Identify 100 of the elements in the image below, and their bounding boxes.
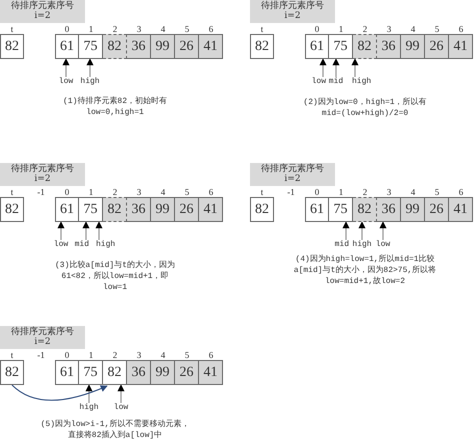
- pointer-arrow: [86, 58, 94, 78]
- array-cell: 36: [377, 197, 401, 222]
- index-label: 6: [208, 187, 214, 197]
- index-label: -1: [36, 187, 46, 197]
- pointer-label: high: [352, 239, 372, 250]
- index-label: 1: [88, 187, 94, 197]
- title-box: 待排序元素序号 i=2: [250, 163, 335, 186]
- pointer-label: mid: [334, 239, 349, 250]
- pointer-arrow: [118, 384, 124, 404]
- index-label: 0: [314, 24, 320, 34]
- array-cell: 61: [55, 34, 79, 59]
- array-cell: 99: [151, 197, 175, 222]
- index-label: 0: [64, 350, 70, 360]
- index-label: 2: [112, 24, 118, 34]
- index-label: 3: [386, 187, 392, 197]
- pointer-label: low: [312, 76, 326, 87]
- array-cell: 61: [55, 197, 79, 222]
- pointer-arrow: [96, 221, 102, 240]
- index-label: 4: [410, 187, 416, 197]
- step-caption: (4)因为high=low=1,所以mid=1比较a[mid]与t的大小，因为82>75,所以将low=mid+1,故low=2: [292, 254, 438, 287]
- index-label: 5: [434, 24, 440, 34]
- index-label: t: [260, 24, 264, 34]
- index-label: 2: [112, 187, 118, 197]
- array-cell: 26: [175, 360, 199, 385]
- index-label: 0: [64, 24, 70, 34]
- array-cell: 82: [353, 197, 377, 222]
- pointer-label: low: [58, 76, 74, 87]
- array-cell: 41: [199, 34, 223, 59]
- index-label: 1: [338, 24, 344, 34]
- array-cell: 82: [353, 34, 377, 59]
- pointer-label: mid: [328, 76, 344, 87]
- value-box: 82: [250, 34, 274, 59]
- array-cell: 36: [127, 197, 151, 222]
- index-label: t: [10, 24, 14, 34]
- index-label: 5: [184, 187, 190, 197]
- array-cell: 61: [305, 34, 329, 59]
- index-label: 6: [208, 350, 214, 360]
- array-cell: 41: [449, 197, 473, 222]
- index-label: t: [10, 350, 14, 360]
- index-label: 4: [410, 24, 416, 34]
- index-label: 4: [160, 24, 166, 34]
- step-caption: (2)因为low=0，high=1，所以有mid=(low+high)/2=0: [302, 97, 428, 119]
- index-label: 0: [64, 187, 70, 197]
- pointer-label: high: [96, 239, 116, 250]
- index-label: 3: [136, 187, 142, 197]
- index-label: 5: [434, 187, 440, 197]
- index-label: -1: [286, 187, 296, 197]
- array-cell: 26: [175, 197, 199, 222]
- pointer-arrow: [332, 58, 340, 78]
- array-cell: 36: [127, 34, 151, 59]
- array-cell: 41: [199, 360, 223, 385]
- array-cell: 61: [55, 360, 79, 385]
- array-cell: 99: [151, 34, 175, 59]
- index-label: t: [10, 187, 14, 197]
- pointer-label: low: [54, 239, 68, 250]
- array-cell: 36: [377, 34, 401, 59]
- index-label: 4: [160, 187, 166, 197]
- array-cell: 82: [103, 34, 127, 59]
- title-box: 待排序元素序号 i=2: [0, 326, 85, 349]
- pointer-arrow: [358, 221, 366, 240]
- value-box: 82: [0, 360, 24, 385]
- value-box: 82: [0, 197, 24, 222]
- pointer-label: high: [352, 76, 372, 87]
- pointer-arrow: [380, 221, 386, 240]
- pointer-label: low: [114, 402, 128, 413]
- pointer-arrow: [352, 58, 358, 78]
- array-cell: 26: [425, 34, 449, 59]
- array-cell: 61: [305, 197, 329, 222]
- array-cell: 99: [401, 34, 425, 59]
- array-cell: 82: [103, 197, 127, 222]
- array-cell: 41: [199, 197, 223, 222]
- index-label: 6: [458, 187, 464, 197]
- insert-arrow: [12, 384, 108, 401]
- array-cell: 99: [151, 360, 175, 385]
- pointer-label: high: [80, 76, 100, 87]
- array-cell: 99: [401, 197, 425, 222]
- title-box: 待排序元素序号 i=2: [250, 0, 335, 23]
- title-box: 待排序元素序号 i=2: [0, 163, 85, 186]
- value-box: 82: [0, 34, 24, 59]
- pointer-arrow: [62, 58, 70, 78]
- index-label: 6: [208, 24, 214, 34]
- value-box: 82: [250, 197, 274, 222]
- pointer-label: mid: [74, 239, 89, 250]
- index-label: 0: [314, 187, 320, 197]
- step-caption: (1)待排序元素82，初始时有low=0,high=1: [62, 96, 168, 118]
- index-label: 3: [136, 24, 142, 34]
- index-label: 6: [458, 24, 464, 34]
- index-label: 3: [136, 350, 142, 360]
- step-caption: (3)比较a[mid]与t的大小，因为61<82，所以low=mid+1，即low=1: [54, 260, 176, 293]
- pointer-arrow: [82, 221, 90, 240]
- index-label: -1: [36, 350, 46, 360]
- index-label: 1: [88, 24, 94, 34]
- index-label: t: [260, 187, 264, 197]
- array-cell: 26: [425, 197, 449, 222]
- index-label: 2: [112, 350, 118, 360]
- pointer-arrow: [342, 221, 350, 240]
- index-label: 5: [184, 350, 190, 360]
- array-cell: 26: [175, 34, 199, 59]
- index-label: 1: [88, 350, 94, 360]
- step-caption: (5)因为low>i-1,所以不需要移动元素，直接将82插入到a[low]中: [40, 419, 190, 441]
